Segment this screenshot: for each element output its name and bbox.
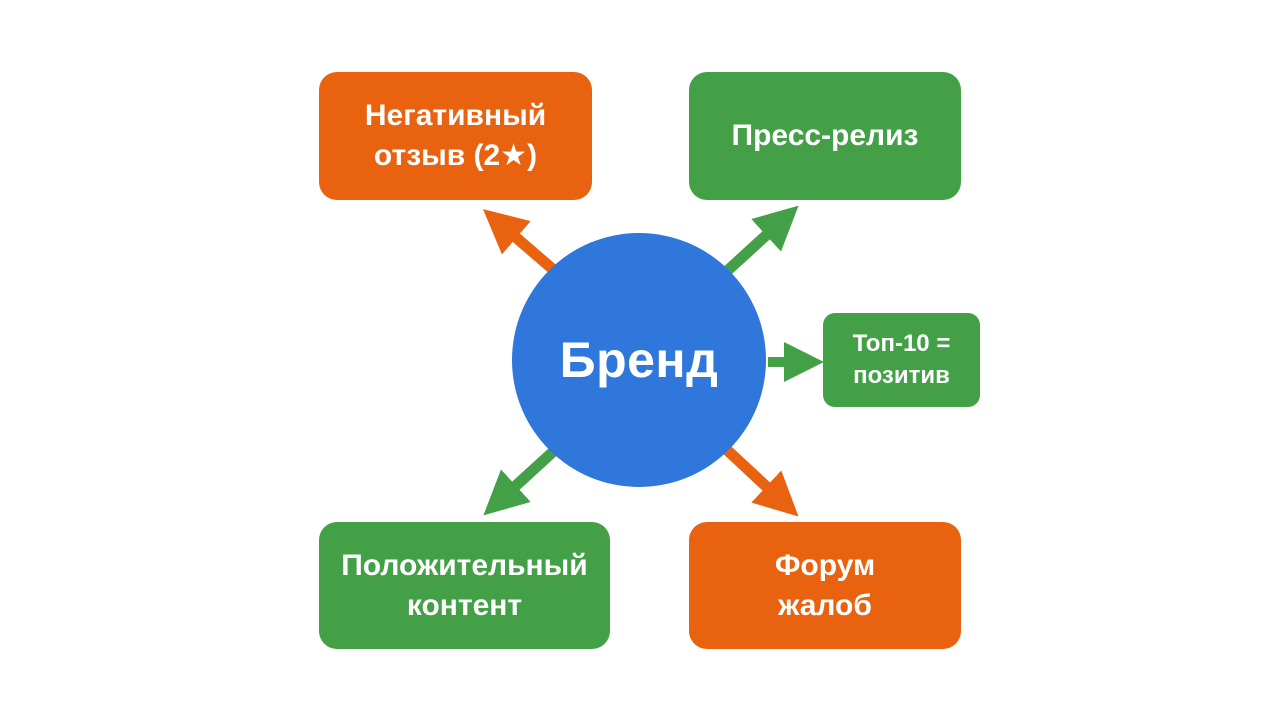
arrow-to-negative-review	[483, 209, 560, 277]
arrow-to-press-release	[722, 205, 799, 277]
node-complaint-forum-label: Форум жалоб	[774, 548, 876, 622]
brand-hub: Бренд	[512, 233, 766, 487]
node-positive-content: Положительный контент	[319, 522, 610, 649]
node-press-release-label: Пресс-релиз	[731, 119, 919, 153]
node-complaint-forum: Форум жалоб	[689, 522, 961, 649]
node-negative-review: Негативный отзыв (2★)	[319, 72, 592, 200]
arrow-to-positive-content	[483, 444, 560, 516]
node-press-release: Пресс-релиз	[689, 72, 961, 200]
brand-hub-label: Бренд	[559, 332, 719, 388]
node-negative-review-label: Негативный отзыв (2★)	[364, 99, 547, 172]
node-positive-content-label: Положительный контент	[341, 548, 588, 622]
node-top10-label: Топ-10 = позитив	[852, 329, 951, 389]
arrow-to-complaint-forum	[722, 444, 799, 517]
node-top10: Топ-10 = позитив	[823, 313, 980, 407]
